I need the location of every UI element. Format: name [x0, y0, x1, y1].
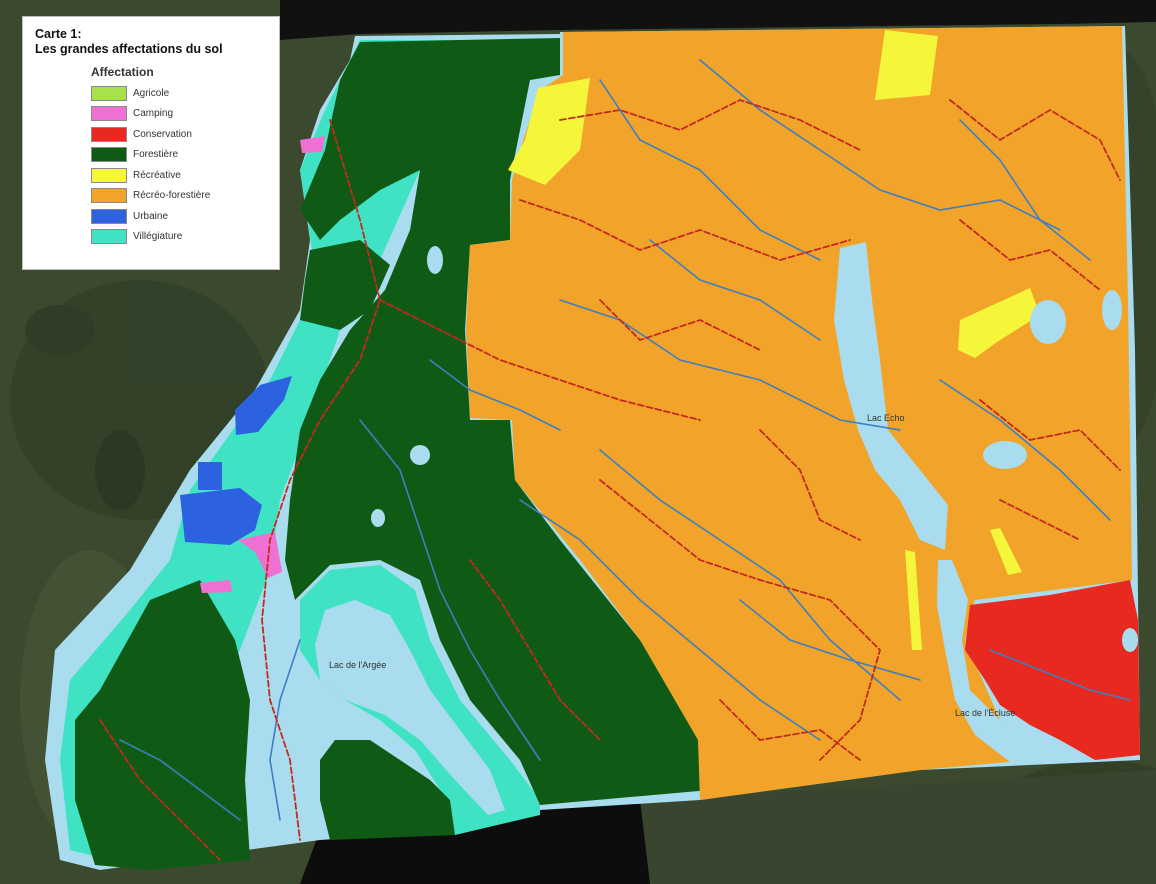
zone-urbaine-1 — [180, 488, 262, 545]
legend-item-recreative: Récréative — [91, 165, 267, 186]
lake-argee — [315, 600, 505, 815]
legend-label: Conservation — [133, 128, 192, 140]
legend-swatch — [91, 229, 127, 245]
lake-small-1 — [1030, 300, 1066, 344]
zone-recreative-5 — [990, 528, 1022, 575]
zone-forestiere-north — [285, 38, 710, 805]
lake-small-6 — [371, 509, 385, 527]
legend-item-villegiature: Villégiature — [91, 227, 267, 248]
legend-item-conservation: Conservation — [91, 124, 267, 145]
roads — [99, 99, 1121, 861]
zone-recreative-1 — [875, 30, 938, 100]
no-data-black — [300, 800, 650, 884]
legend-swatch — [91, 188, 127, 204]
legend-heading: Affectation — [91, 65, 154, 79]
zone-forestiere-south — [320, 740, 455, 840]
lake-small-2 — [1102, 290, 1122, 330]
legend-swatch — [91, 208, 127, 224]
zone-forestiere-west — [300, 240, 390, 330]
zone-recreative-3 — [958, 288, 1040, 358]
lake-echo-south — [937, 560, 1042, 762]
legend-item-agricole: Agricole — [91, 83, 267, 104]
lake-small-3 — [983, 441, 1027, 469]
legend-label: Forestière — [133, 149, 179, 161]
lake-small-5 — [427, 246, 443, 274]
legend-label: Urbaine — [133, 210, 169, 222]
zone-forestiere-southwest — [75, 580, 250, 870]
map-legend: Carte 1: Les grandes affectations du sol… — [22, 16, 280, 270]
zone-recreative-4 — [905, 550, 922, 650]
legend-label: Récréo-forestière — [133, 190, 211, 202]
lake-small-7 — [1122, 628, 1138, 652]
legend-item-urbaine: Urbaine — [91, 206, 267, 227]
map-title-line1: Carte 1: — [35, 27, 82, 41]
lake-ecluse-label: Lac de l'Écluse — [955, 708, 1015, 718]
legend-item-forestiere: Forestière — [91, 145, 267, 166]
no-data-area — [640, 770, 1156, 884]
streams — [119, 59, 1131, 821]
zone-camping-3 — [300, 136, 325, 153]
zone-recreative-2 — [508, 78, 590, 185]
zone-camping-1 — [238, 532, 282, 578]
zone-conservation — [965, 580, 1140, 760]
no-data-black-top — [280, 0, 1156, 40]
legend-swatch — [91, 106, 127, 122]
legend-label: Villégiature — [133, 231, 183, 243]
lake-small-4 — [410, 445, 430, 465]
lake-echo-label: Lac Echo — [867, 413, 905, 423]
legend-swatch — [91, 147, 127, 163]
legend-label: Agricole — [133, 87, 170, 99]
zone-urbaine-2 — [198, 462, 222, 490]
zone-camping-2 — [200, 580, 232, 593]
lake-echo — [834, 242, 948, 550]
legend-label: Récréative — [133, 169, 181, 181]
map-title-line2: Les grandes affectations du sol — [35, 42, 223, 56]
legend-label: Camping — [133, 108, 174, 120]
legend-swatch — [91, 167, 127, 183]
legend-swatch — [91, 85, 127, 101]
legend-item-camping: Camping — [91, 104, 267, 125]
legend-swatch — [91, 126, 127, 142]
zone-urbaine-3 — [235, 376, 292, 435]
legend-item-recreo-forestiere: Récréo-forestière — [91, 186, 267, 207]
lake-argee-label: Lac de l'Argée — [329, 660, 386, 670]
